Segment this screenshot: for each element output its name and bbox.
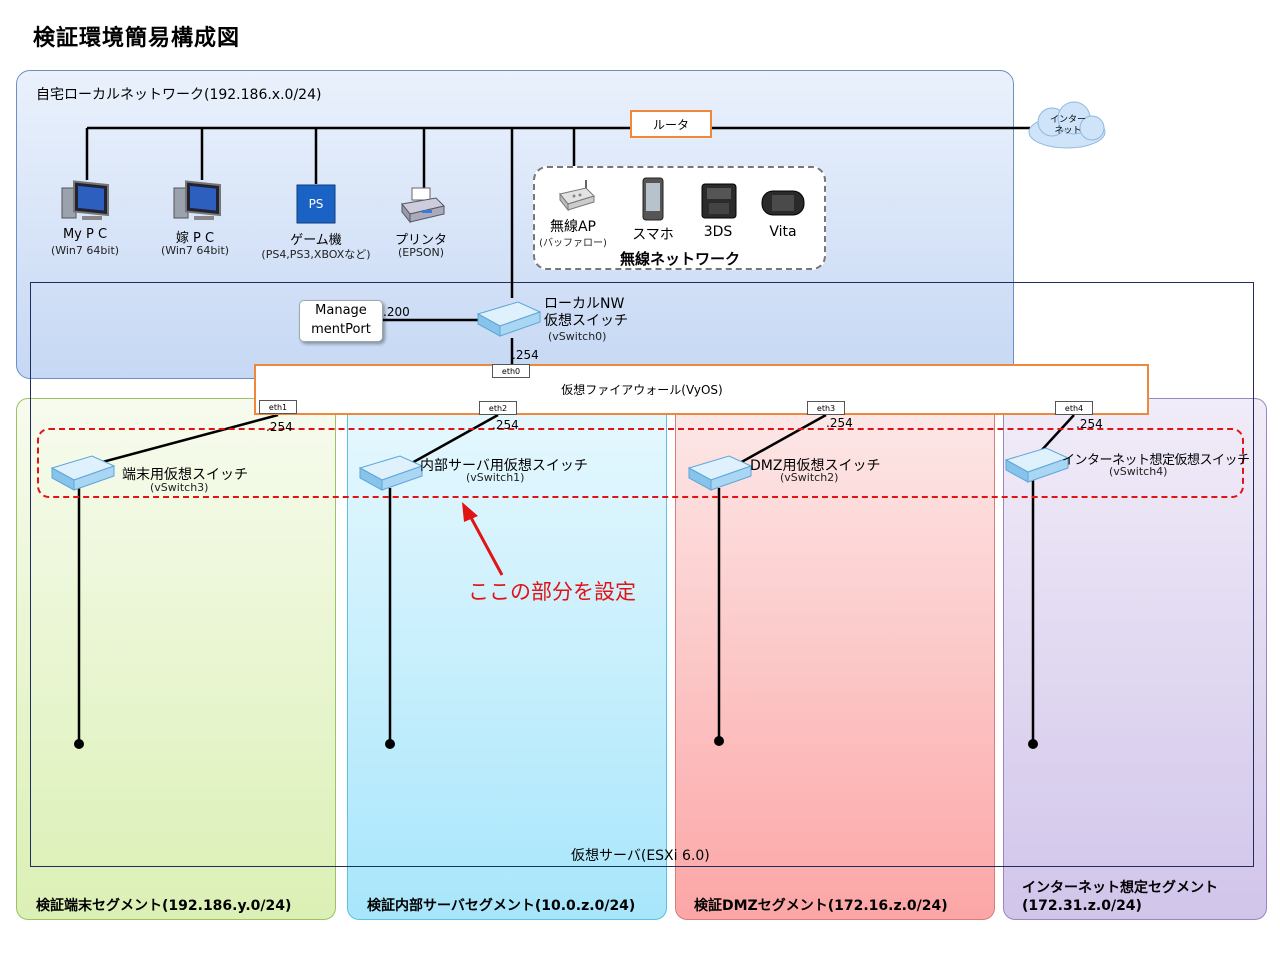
wireless-network-label: 無線ネットワーク bbox=[619, 250, 740, 268]
vswitch-icon bbox=[358, 455, 424, 491]
config-highlight-box bbox=[37, 428, 1244, 498]
vswitch-ip: .254 bbox=[826, 416, 853, 430]
printer-icon bbox=[401, 187, 445, 224]
device-sub: (Win7 64bit) bbox=[50, 244, 120, 257]
local-vswitch-ip: .254 bbox=[512, 348, 539, 362]
virtual-firewall[interactable] bbox=[254, 364, 1149, 415]
page-title: 検証環境簡易構成図 bbox=[33, 26, 241, 51]
wireless-ap-name: 無線AP bbox=[549, 219, 597, 235]
fw-port-eth3: eth3 bbox=[807, 401, 845, 415]
wireless-ap-icon bbox=[559, 180, 595, 212]
vswitch-sub: (vSwitch3) bbox=[150, 481, 209, 494]
fw-port-eth1: eth1 bbox=[259, 400, 297, 414]
device-name: プリンタ bbox=[394, 233, 447, 248]
vswitch-ip: .254 bbox=[266, 420, 293, 434]
vswitch-name: DMZ用仮想スイッチ bbox=[750, 458, 881, 474]
desktop-pc-icon bbox=[61, 180, 109, 220]
device-name: ゲーム機 bbox=[290, 233, 342, 248]
svg-text:PS: PS bbox=[309, 197, 324, 211]
segment-label: 検証端末セグメント(192.186.y.0/24) bbox=[36, 898, 292, 914]
fw-port-eth2: eth2 bbox=[479, 401, 517, 415]
firewall-label: 仮想ファイアウォール(VyOS) bbox=[561, 383, 723, 397]
device-name: 嫁 P C bbox=[175, 231, 215, 246]
router-box[interactable]: ルータ bbox=[630, 110, 712, 138]
smartphone-icon bbox=[642, 177, 664, 221]
vswitch-name: 内部サーバ用仮想スイッチ bbox=[420, 458, 588, 474]
3ds-icon bbox=[701, 183, 737, 219]
wireless-item: Vita bbox=[769, 224, 797, 240]
segment-internet-sim bbox=[1003, 398, 1267, 920]
home-network-label: 自宅ローカルネットワーク(192.186.x.0/24) bbox=[36, 87, 322, 103]
wireless-ap-sub: (バッファロー) bbox=[539, 238, 607, 249]
internet-cloud-icon bbox=[1028, 101, 1106, 149]
wireless-network-group bbox=[533, 166, 826, 270]
management-ip: .200 bbox=[383, 305, 410, 319]
vswitch-sub: (vSwitch2) bbox=[780, 471, 839, 484]
vswitch-icon bbox=[476, 301, 542, 337]
device-name: My P C bbox=[62, 227, 108, 242]
wireless-item: スマホ bbox=[632, 227, 674, 243]
vswitch-ip: .254 bbox=[492, 418, 519, 432]
fw-port-eth4: eth4 bbox=[1055, 401, 1093, 415]
segment-dmz bbox=[675, 398, 995, 920]
device-sub: (Win7 64bit) bbox=[160, 244, 230, 257]
vswitch-name: 端末用仮想スイッチ bbox=[122, 467, 248, 483]
game-console-icon: PS bbox=[296, 184, 336, 224]
device-sub: (PS4,PS3,XBOXなど) bbox=[261, 248, 371, 261]
local-vswitch-sub: (vSwitch0) bbox=[548, 330, 607, 343]
vswitch-sub: (vSwitch4) bbox=[1109, 465, 1168, 478]
segment-label: 検証内部サーバセグメント(10.0.z.0/24) bbox=[367, 898, 636, 914]
config-callout: ここの部分を設定 bbox=[468, 580, 636, 604]
vita-icon bbox=[761, 190, 805, 216]
esxi-server-box bbox=[30, 282, 1254, 867]
vswitch-name: インターネット想定仮想スイッチ bbox=[1062, 453, 1250, 468]
segment-label: インターネット想定セグメント(172.31.z.0/24) bbox=[1022, 880, 1218, 914]
vswitch-icon bbox=[50, 455, 116, 491]
vswitch-sub: (vSwitch1) bbox=[466, 471, 525, 484]
desktop-pc-icon bbox=[173, 180, 221, 220]
segment-label: 検証DMZセグメント(172.16.z.0/24) bbox=[694, 898, 948, 914]
internet-label: インターネット bbox=[1049, 115, 1086, 136]
fw-port-eth0: eth0 bbox=[492, 364, 530, 378]
esxi-label: 仮想サーバ(ESXi 6.0) bbox=[571, 848, 710, 864]
wireless-item: 3DS bbox=[703, 224, 733, 240]
vswitch-icon bbox=[1004, 447, 1070, 483]
device-sub: (EPSON) bbox=[397, 246, 445, 259]
vswitch-icon bbox=[687, 455, 753, 491]
vswitch-ip: .254 bbox=[1076, 417, 1103, 431]
segment-internal-server bbox=[347, 398, 667, 920]
